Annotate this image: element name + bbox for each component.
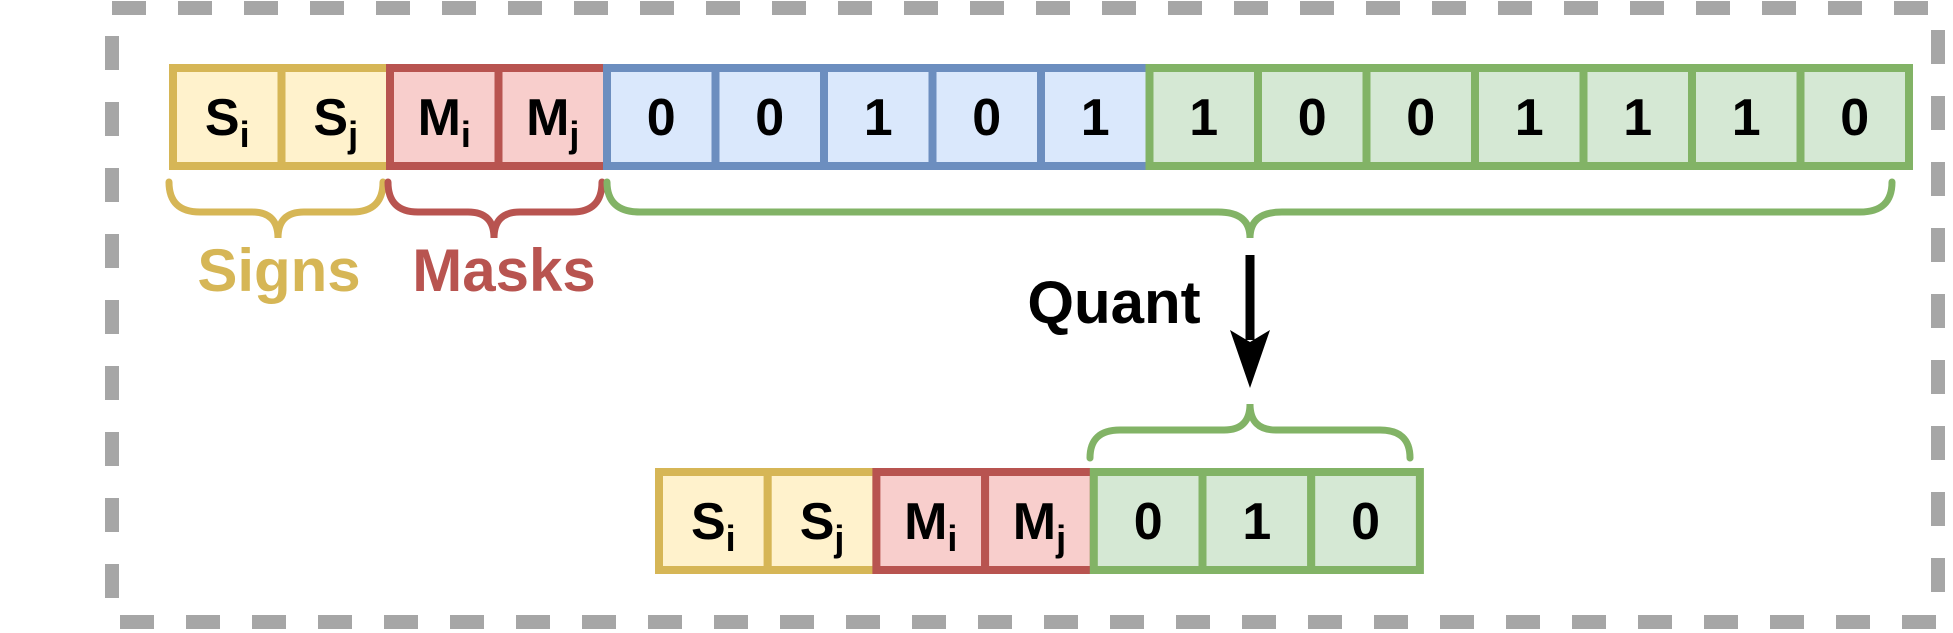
bottom-mask-cell-label: Mj xyxy=(1013,493,1066,559)
top-green-bit-cell-box xyxy=(1254,64,1371,170)
top-blue-bit-cell-label: 0 xyxy=(972,89,1001,147)
bottom-bit-row: Si Sj Mi Mj 0 1 0 xyxy=(655,468,1424,574)
top-green-bit-cell-label: 0 xyxy=(1298,89,1327,147)
top-green-bit-cell-box xyxy=(1471,64,1588,170)
quant-source-brace xyxy=(603,178,1896,239)
top-blue-bit-cell-label: 1 xyxy=(1081,89,1110,147)
top-green-bit-cell-label: 0 xyxy=(1406,89,1435,147)
top-blue-bit-cell-label: 0 xyxy=(755,89,784,147)
signs-brace xyxy=(165,178,387,239)
top-green-bit-cell-label: 0 xyxy=(1840,89,1869,147)
top-blue-bit-cell-label: 1 xyxy=(864,89,893,147)
quant-label: Quant xyxy=(1027,269,1200,336)
bottom-green-bit-cell-label: 1 xyxy=(1242,493,1271,551)
top-bit-row: Si Sj Mi Mj 0 0 1 0 1 1 0 0 1 1 1 0 xyxy=(169,64,1913,170)
dashed-frame xyxy=(105,1,1945,629)
signs-label: Signs xyxy=(197,237,360,304)
bottom-green-bit-cell-label: 0 xyxy=(1134,493,1163,551)
masks-brace xyxy=(384,178,606,239)
top-mask-cell-label: Mi xyxy=(418,89,471,155)
bottom-green-bit-cell-label: 0 xyxy=(1351,493,1380,551)
quant-result-brace xyxy=(1086,403,1414,462)
masks-label: Masks xyxy=(412,237,595,304)
top-mask-cell-label: Mj xyxy=(526,89,579,155)
bottom-green-bit-cell-box xyxy=(1198,468,1316,574)
top-green-bit-cell-box xyxy=(1362,64,1479,170)
top-green-bit-cell-label: 1 xyxy=(1623,89,1652,147)
top-blue-bit-cell-box xyxy=(928,64,1045,170)
top-green-bit-cell-box xyxy=(1579,64,1696,170)
bottom-sign-cell-label: Si xyxy=(691,493,736,559)
top-mask-cell-box xyxy=(494,64,611,170)
top-sign-cell-label: Si xyxy=(205,89,250,155)
bottom-mask-cell-label: Mi xyxy=(904,493,957,559)
top-green-bit-cell-box xyxy=(1796,64,1913,170)
top-green-bit-cell-label: 1 xyxy=(1189,89,1218,147)
top-blue-bit-cell-label: 0 xyxy=(647,89,676,147)
bottom-sign-cell-box xyxy=(763,468,881,574)
bottom-green-bit-cell-box xyxy=(1307,468,1424,574)
top-green-bit-cell-label: 1 xyxy=(1732,89,1761,147)
top-sign-cell-box xyxy=(277,64,394,170)
bottom-sign-cell-label: Sj xyxy=(800,493,845,559)
quant-arrow-head xyxy=(1230,330,1270,388)
top-green-bit-cell-label: 1 xyxy=(1515,89,1544,147)
top-sign-cell-label: Sj xyxy=(313,89,358,155)
